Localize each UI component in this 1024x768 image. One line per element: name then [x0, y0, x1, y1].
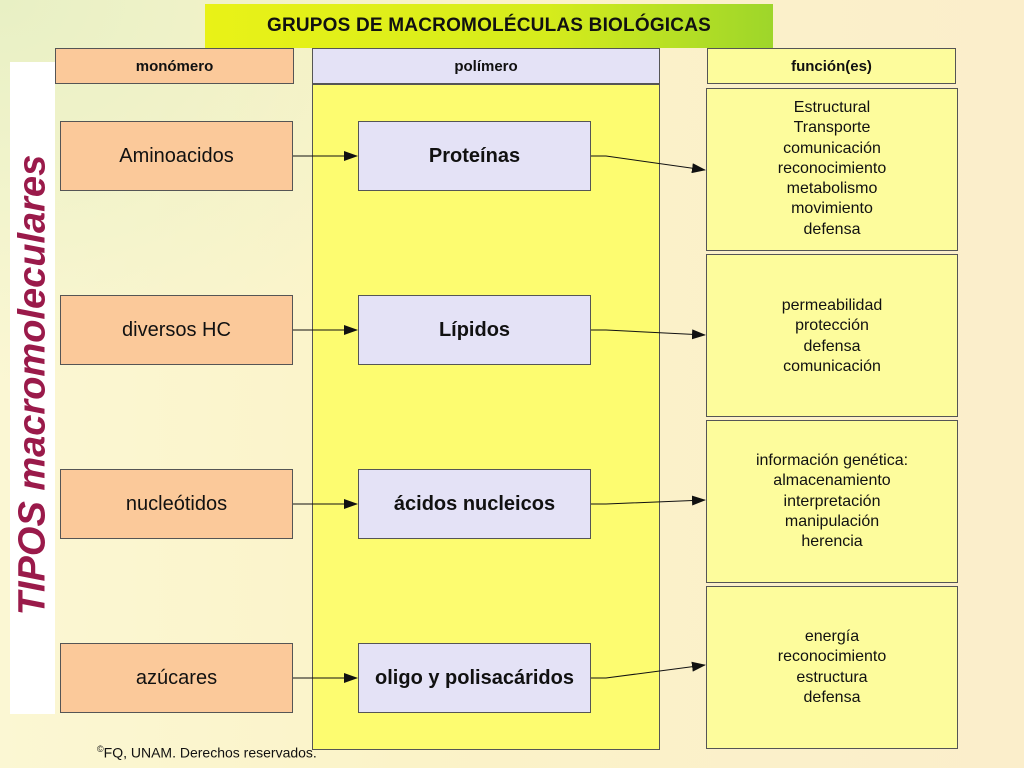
monomer-box-diversos-hc: diversos HC	[60, 295, 293, 365]
function-item: comunicación	[783, 357, 881, 375]
monomer-box-nucleotidos: nucleótidos	[60, 469, 293, 539]
polymer-box-proteinas: Proteínas	[358, 121, 591, 191]
function-item: comunicación	[783, 139, 881, 157]
function-item: estructura	[796, 668, 868, 686]
function-item: reconocimiento	[777, 648, 887, 666]
copyright-symbol: ©	[97, 744, 104, 754]
function-item: defensa	[803, 220, 861, 238]
copyright-text: FQ, UNAM. Derechos reservados.	[103, 744, 317, 761]
function-item: permeabilidad	[781, 297, 883, 314]
function-box-oligo-polisacaridos: energía reconocimiento estructura defens…	[706, 586, 958, 749]
copyright-notice: ©FQ, UNAM. Derechos reservados.	[97, 744, 317, 761]
function-item: herencia	[801, 533, 863, 551]
function-item: manipulación	[784, 512, 880, 530]
polymer-box-oligo-polisacaridos: oligo y polisacáridos	[358, 643, 591, 713]
monomer-box-aminoacidos: Aminoacidos	[60, 121, 293, 191]
function-box-acidos-nucleicos: información genética: almacenamiento int…	[706, 420, 958, 583]
function-item: defensa	[803, 337, 861, 355]
arrow-polymer-to-function	[591, 661, 706, 679]
arrow-polymer-to-function	[591, 495, 706, 506]
function-item: defensa	[803, 688, 861, 706]
header-function: función(es)	[707, 48, 956, 84]
polymer-column	[312, 84, 660, 750]
arrow-polymer-to-function	[591, 155, 706, 174]
function-item: Estructural	[793, 99, 871, 116]
function-item: almacenamiento	[773, 472, 891, 490]
monomer-box-azucares: azúcares	[60, 643, 293, 713]
function-box-lipidos: permeabilidad protección defensa comunic…	[706, 254, 958, 417]
function-item: interpretación	[783, 492, 881, 510]
function-box-proteinas: Estructural Transporte comunicación reco…	[706, 88, 958, 251]
slide-title: GRUPOS DE MACROMOLÉCULAS BIOLÓGICAS	[205, 4, 773, 48]
polymer-box-acidos-nucleicos: ácidos nucleicos	[358, 469, 591, 539]
function-item: energía	[804, 628, 860, 645]
polymer-box-lipidos: Lípidos	[358, 295, 591, 365]
function-item: información genética:	[755, 452, 909, 469]
function-item: Transporte	[793, 119, 871, 137]
function-item: reconocimiento	[777, 159, 887, 177]
header-polymer: polímero	[312, 48, 660, 84]
header-monomer: monómero	[55, 48, 294, 84]
function-item: protección	[795, 317, 869, 335]
function-item: metabolismo	[786, 180, 878, 198]
arrow-polymer-to-function	[591, 329, 706, 340]
side-label-panel	[10, 62, 55, 714]
function-item: movimiento	[791, 200, 873, 218]
